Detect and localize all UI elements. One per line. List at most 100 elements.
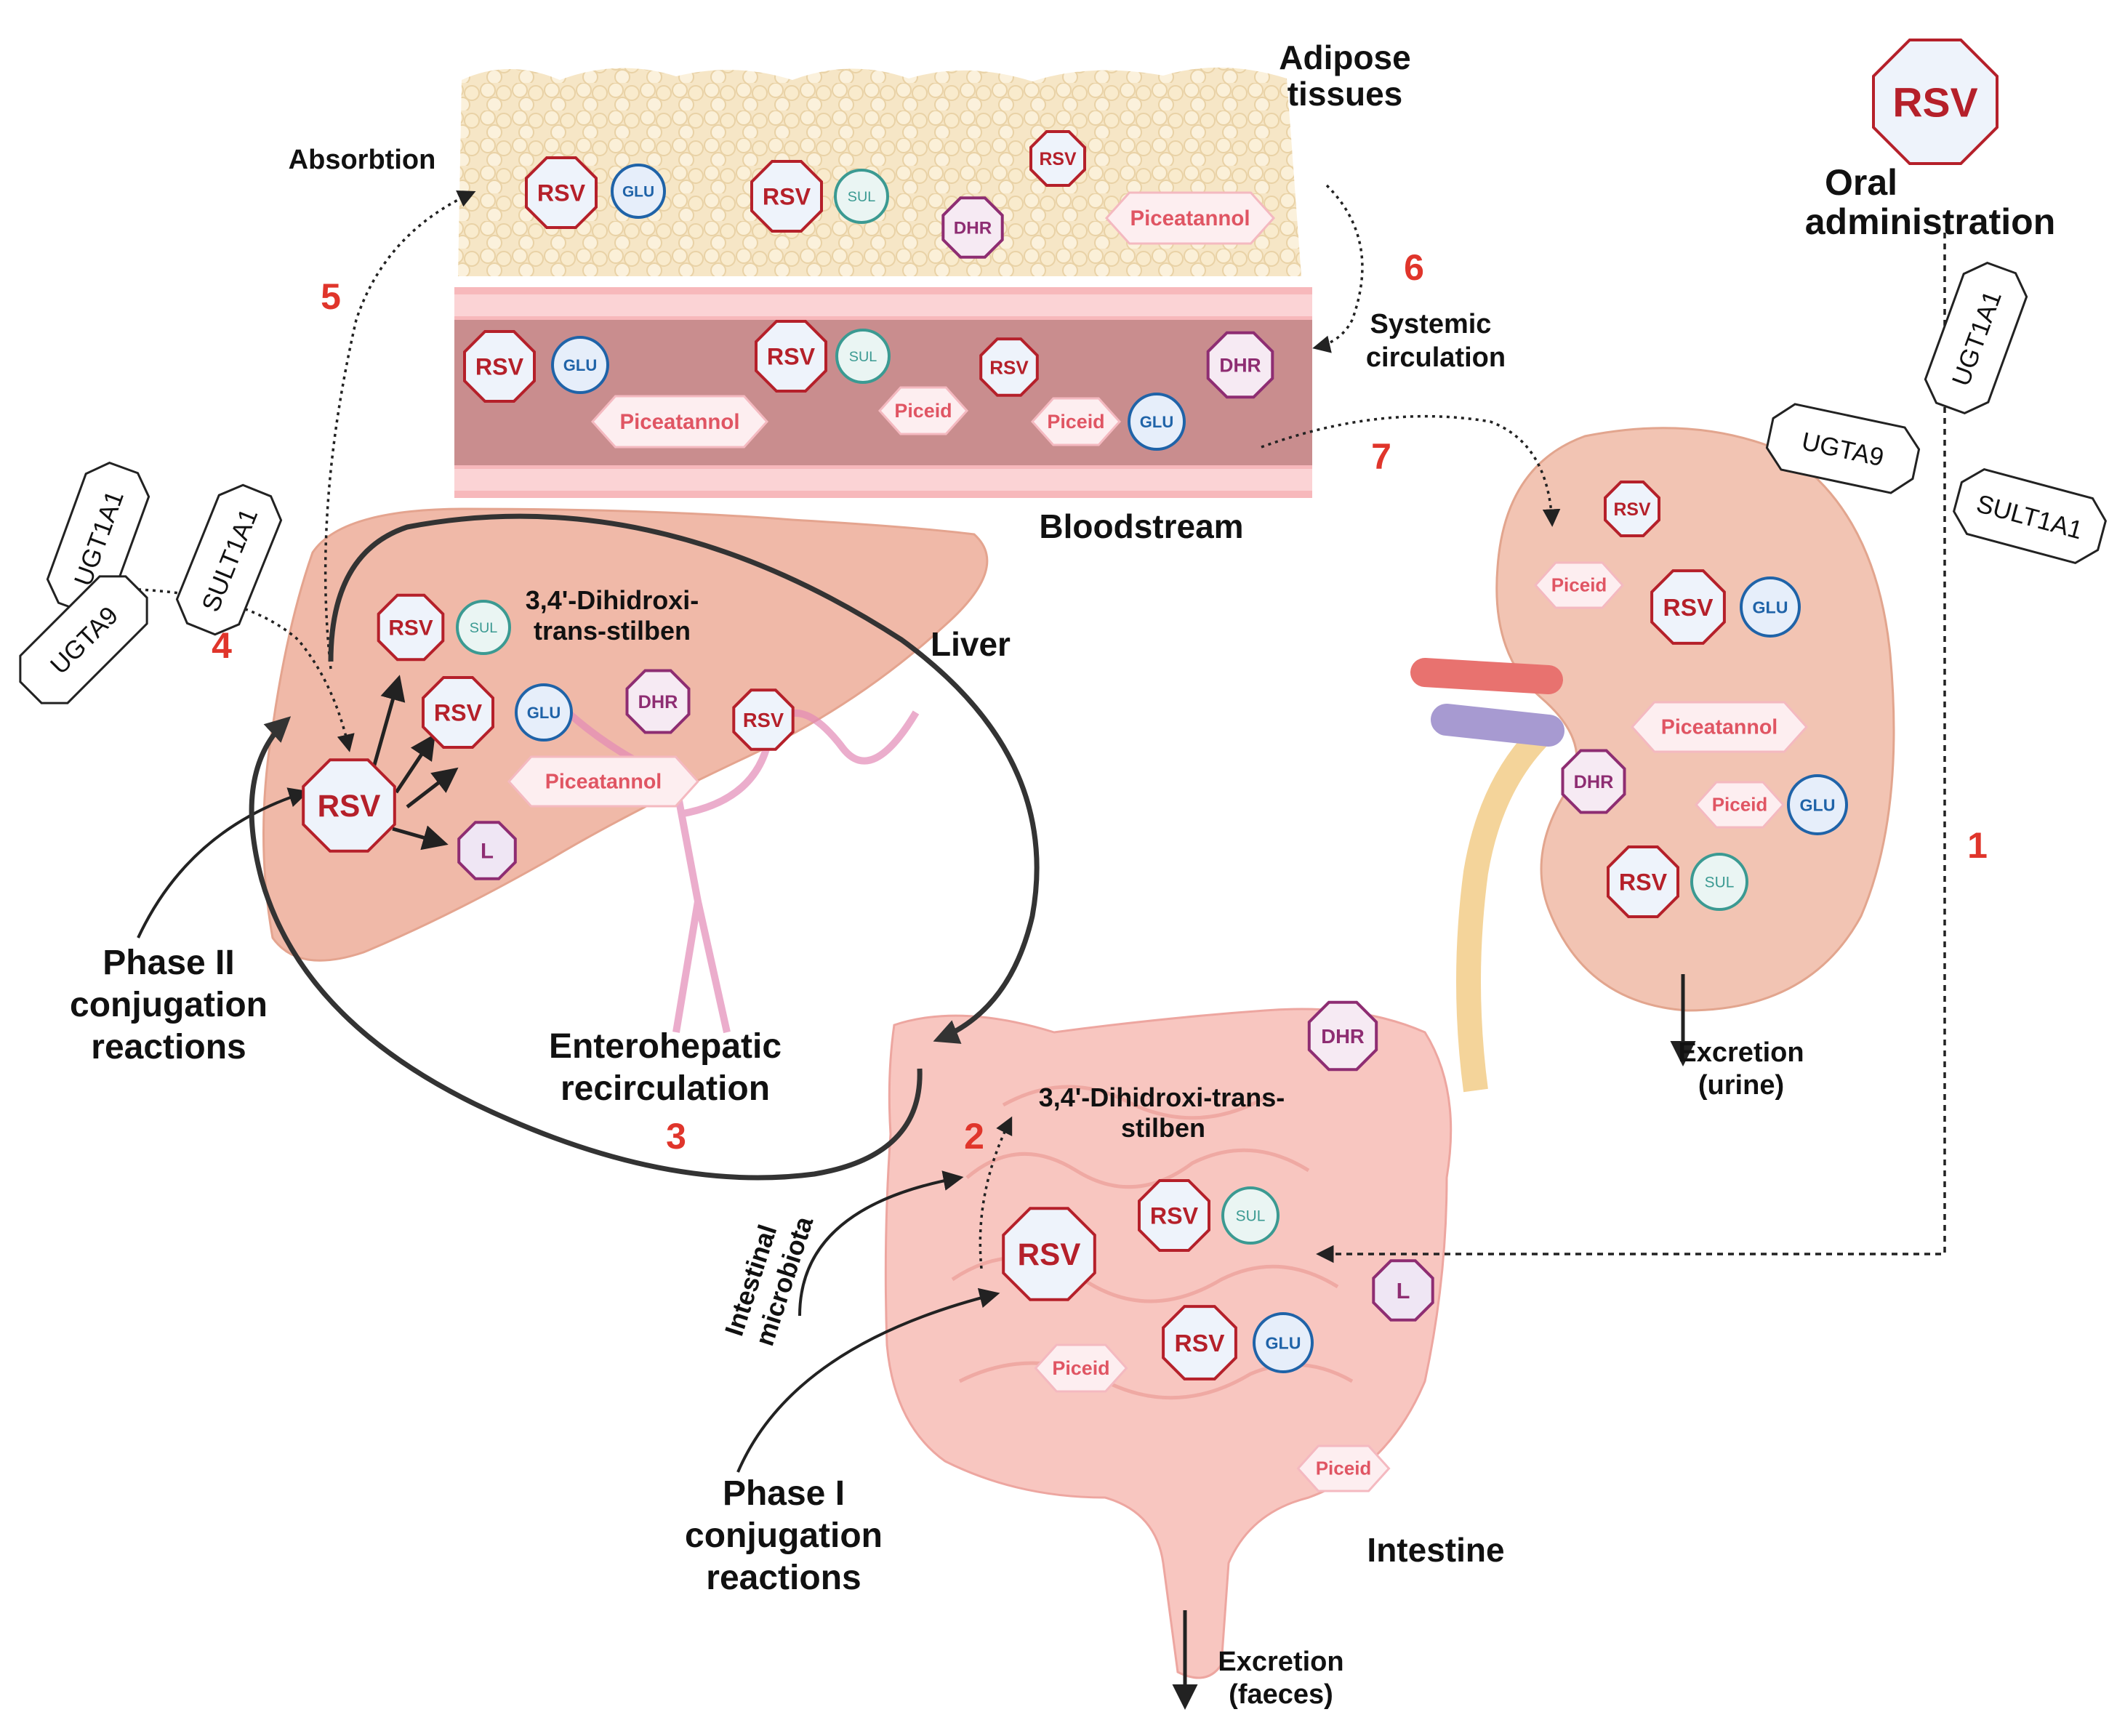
adipose-rsv-2: RSV <box>750 160 823 233</box>
liver-rsv-arrow-4 <box>392 825 449 851</box>
dihidroxi-liver-line1: 3,4'-Dihidroxi- <box>526 585 699 615</box>
adipose-rsv-3-label: RSV <box>1040 150 1077 169</box>
blood-dhr: DHR <box>1206 331 1274 399</box>
adipose-sul: SUL <box>834 169 889 224</box>
intestine-piceid-1: Piceid <box>1034 1343 1128 1393</box>
kidney-rsv-1-label: RSV <box>1614 500 1651 520</box>
adipose-dhr: DHR <box>941 196 1004 259</box>
liver-rsv-glu-rsv: RSV <box>422 676 494 749</box>
blood-glu-2: GLU <box>1128 393 1186 451</box>
renal-vein <box>1431 704 1564 747</box>
kidney-rsv-3-label: RSV <box>1619 869 1668 896</box>
phase2-label-line2: conjugation <box>70 986 268 1024</box>
enzyme-ugta9-right: UGTA9 <box>1765 403 1921 494</box>
step-1: 1 <box>1967 825 1988 866</box>
liver-dhr-label: DHR <box>638 692 678 712</box>
kidney-glu-2: GLU <box>1787 774 1848 835</box>
blood-to-kidney-arrow <box>1261 414 1561 527</box>
liver-rsv-glu-rsv-label: RSV <box>434 700 483 726</box>
kidney-piceid-1-label: Piceid <box>1551 574 1607 596</box>
blood-rsv-1-label: RSV <box>475 354 524 380</box>
blood-glu-2-label: GLU <box>1140 413 1173 431</box>
kidney-glu-1: GLU <box>1740 576 1801 638</box>
kidney-glu-2-label: GLU <box>1800 795 1836 814</box>
oral-label-line2: administration <box>1805 201 2055 242</box>
blood-piceatannol: Piceatannol <box>590 395 769 449</box>
adipose-glu: GLU <box>611 164 666 219</box>
absorbtion-label: Absorbtion <box>289 145 436 175</box>
adipose-rsv-1-label: RSV <box>537 180 586 206</box>
kidney-piceatannol: Piceatannol <box>1630 701 1809 753</box>
intestine-piceid-1-label: Piceid <box>1052 1357 1109 1379</box>
blood-rsv-3-label: RSV <box>989 356 1029 378</box>
intestine-rsv-sul-rsv: RSV <box>1138 1179 1210 1252</box>
dihidroxi-intestine-line1: 3,4'-Dihidroxi-trans- <box>1039 1082 1285 1112</box>
kidney-rsv-1: RSV <box>1604 481 1660 537</box>
liver-l-label: L <box>481 840 494 864</box>
systemic-label-line1: Systemic <box>1370 309 1492 339</box>
liver-rsv-arrow-2 <box>394 734 435 794</box>
bloodstream-label: Bloodstream <box>1039 507 1243 545</box>
kidney-rsv-2: RSV <box>1650 569 1726 645</box>
faeces-label-line2: (faeces) <box>1229 1679 1333 1710</box>
adipose-glu-label: GLU <box>622 184 654 201</box>
liver <box>262 507 989 962</box>
adipose-piceatannol: Piceatannol <box>1104 191 1276 245</box>
intestine-piceid-2: Piceid <box>1296 1444 1391 1492</box>
liver-dhr: DHR <box>625 669 691 734</box>
blood-rsv-2: RSV <box>755 320 827 393</box>
kidney-rsv-2-label: RSV <box>1663 595 1714 622</box>
adipose-rsv-2-label: RSV <box>763 184 811 210</box>
intestine-glu: GLU <box>1253 1312 1314 1373</box>
kidney-dhr: DHR <box>1561 749 1626 814</box>
enzyme-sult1a1-left: SULT1A1 <box>175 483 283 636</box>
blood-glu-1-label: GLU <box>563 356 597 374</box>
intestine-rsv-glu-rsv: RSV <box>1162 1305 1237 1381</box>
ureter <box>1456 725 1551 1093</box>
liver-l: L <box>457 821 517 880</box>
text-labels: Adipose tissues Absorbtion Oral administ… <box>70 39 2055 1710</box>
step-6: 6 <box>1404 247 1424 288</box>
urine-label-line1: Excretion <box>1678 1037 1804 1068</box>
phase1-label-line1: Phase I <box>723 1474 845 1513</box>
liver-rsv-sul-rsv-label: RSV <box>388 616 433 640</box>
blood-piceid-1: Piceid <box>877 386 969 435</box>
intestine-l-label: L <box>1397 1278 1410 1303</box>
adipose-rsv-1: RSV <box>525 156 598 229</box>
step-3: 3 <box>666 1116 686 1157</box>
enterohepatic-label-line2: recirculation <box>561 1069 770 1108</box>
adipose-label-line1: Adipose <box>1279 39 1410 76</box>
liver-piceatannol-label: Piceatannol <box>545 771 662 794</box>
phase1-arrow <box>736 1287 1000 1473</box>
liver-rsv-sul-rsv: RSV <box>377 593 445 662</box>
kidney-sul-label: SUL <box>1705 875 1735 891</box>
intestine-dhr: DHR <box>1307 1000 1378 1072</box>
blood-dhr-label: DHR <box>1219 355 1261 377</box>
absorbtion-arrow <box>324 190 476 670</box>
intestine-rsv-sul-rsv-label: RSV <box>1150 1203 1199 1229</box>
adipose-label-line2: tissues <box>1288 75 1403 113</box>
kidney-dhr-label: DHR <box>1574 772 1614 792</box>
step-4: 4 <box>212 625 232 666</box>
kidney-piceatannol-label: Piceatannol <box>1661 716 1778 739</box>
faeces-label-line1: Excretion <box>1218 1647 1343 1677</box>
bloodstream-vessel <box>454 287 1312 498</box>
intestine-rsv-main-label: RSV <box>1018 1237 1081 1271</box>
blood-piceid-2-label: Piceid <box>1047 411 1104 433</box>
liver-glu-label: GLU <box>527 704 561 722</box>
intestine-folds <box>951 1085 1354 1400</box>
intestine-sul: SUL <box>1221 1186 1280 1245</box>
kidney-piceid-1: Piceid <box>1533 561 1625 609</box>
enterohepatic-label-line1: Enterohepatic <box>549 1027 782 1066</box>
urine-label-line2: (urine) <box>1698 1070 1784 1101</box>
blood-sul-label: SUL <box>849 349 877 365</box>
phase1-label-line3: reactions <box>706 1559 861 1597</box>
enzyme-ugt1a1-left: UGT1A1 <box>46 461 150 615</box>
enzyme-ugt1a1-right: UGT1A1 <box>1924 261 2028 415</box>
blood-glu-1: GLU <box>551 336 609 394</box>
step-5: 5 <box>321 276 341 317</box>
kidney-piceid-2-label: Piceid <box>1712 794 1768 816</box>
intestine-dhr-label: DHR <box>1321 1025 1365 1048</box>
liver-label: Liver <box>931 625 1011 663</box>
